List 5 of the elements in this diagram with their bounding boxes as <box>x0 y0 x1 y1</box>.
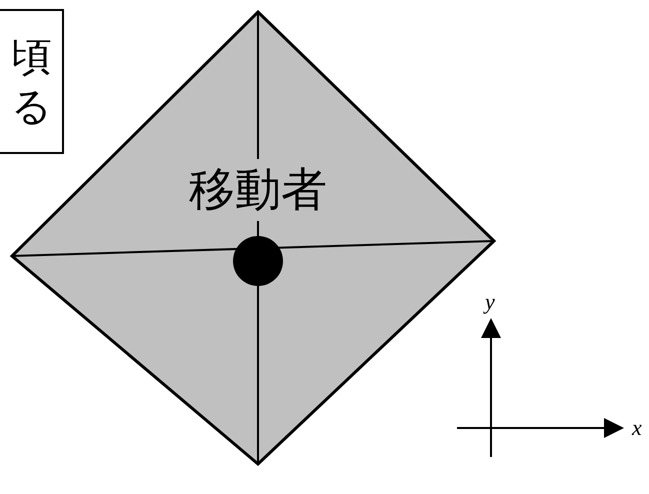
axis-label: x <box>632 417 642 439</box>
text-box <box>0 9 64 154</box>
axis-label: y <box>485 291 495 313</box>
box-text: 頃 <box>12 34 52 78</box>
box-text: る <box>11 84 52 128</box>
